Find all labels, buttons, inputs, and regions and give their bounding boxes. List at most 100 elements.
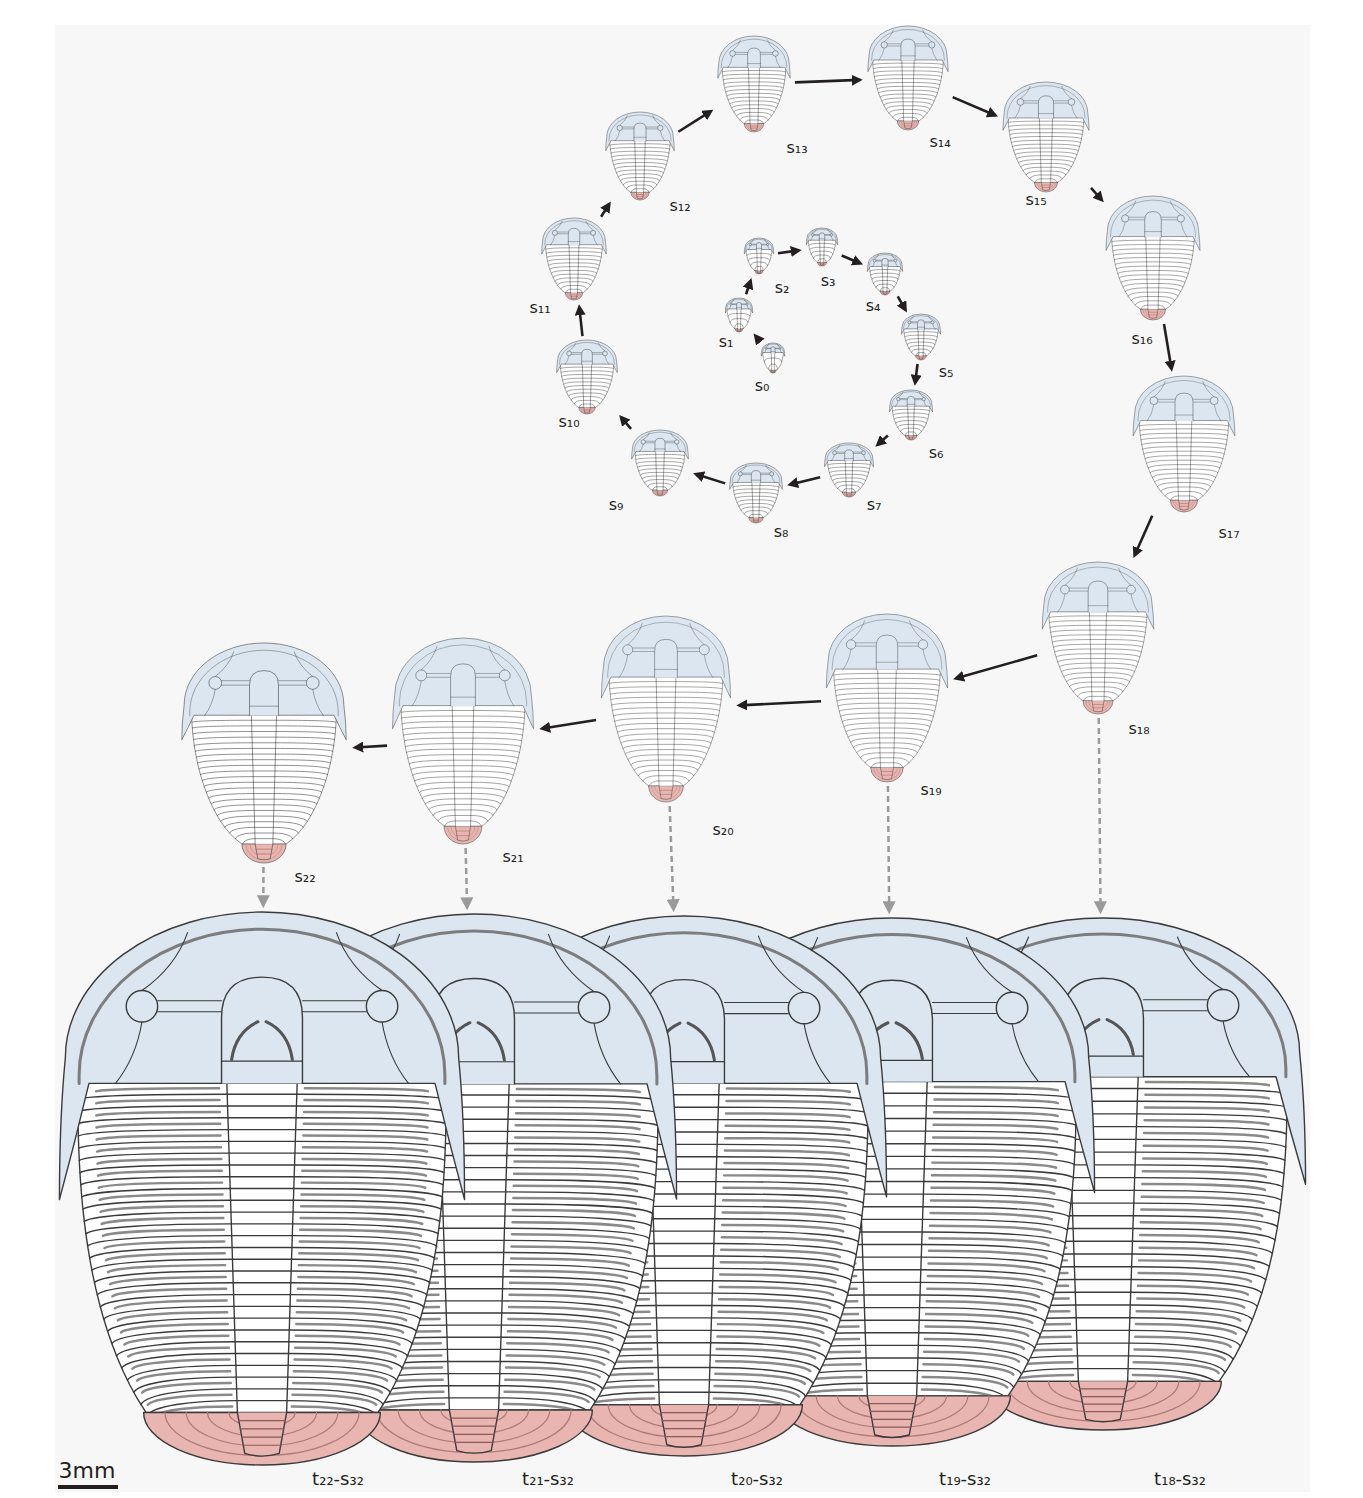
thoracic-segment [1051, 163, 1071, 166]
axial-ring [880, 757, 894, 758]
thoracic-segment [852, 478, 865, 481]
thoracic-segment [473, 744, 521, 747]
pleural-furrow [549, 1337, 651, 1346]
thoracic-segment [895, 728, 928, 732]
occipital-furrow [568, 241, 579, 242]
axial-ring [453, 727, 473, 728]
thoracic-segment [835, 688, 878, 690]
juvenile-trilobite: s₂ [744, 238, 774, 274]
axial-ring [651, 1144, 717, 1145]
thoracic-segment [674, 734, 713, 738]
thoracic-segment [894, 758, 909, 763]
thoracic-segment [889, 110, 903, 114]
thoracic-segment [517, 1268, 655, 1280]
dashed-arrow [888, 786, 889, 910]
axial-ring [636, 177, 644, 178]
axial-ring [235, 1341, 289, 1342]
glabella [918, 320, 925, 329]
facial-suture [924, 401, 927, 407]
thoracic-segment [1141, 438, 1177, 440]
thoracic-segment [1049, 616, 1089, 618]
eye-ridge [580, 1013, 644, 1014]
thoracic-segment [1052, 640, 1090, 643]
thoracic-segment [873, 63, 902, 64]
trilobite-outline [761, 343, 785, 373]
thoracic-segment [402, 716, 453, 718]
facial-suture [811, 236, 813, 240]
pleural-furrow [308, 1089, 431, 1092]
thoracic-segment [770, 1371, 866, 1388]
eye-ridge [514, 1012, 578, 1013]
thoracic-segment [1115, 262, 1146, 265]
axial-ring [447, 1349, 500, 1350]
thorax [727, 308, 751, 329]
thoracic-segment [425, 799, 454, 804]
thoracic-segment [913, 102, 932, 105]
thoracic-segment [1171, 496, 1179, 501]
thoracic-segment [852, 485, 860, 488]
eye [873, 259, 876, 262]
axial-ring [243, 1445, 280, 1446]
thoracic-segment [291, 1156, 441, 1164]
axial-ring [905, 125, 912, 126]
thoracic-segment [1114, 258, 1146, 260]
thoracic-segment [546, 252, 569, 254]
pleural-furrow [514, 1174, 638, 1179]
thoracic-segment [877, 86, 902, 89]
thoracic-segment [1030, 175, 1041, 179]
axial-ring [255, 827, 274, 828]
stage-label: s₁₆ [1131, 331, 1152, 347]
thoracic-segment [758, 120, 764, 124]
axial-ring [1091, 649, 1106, 650]
axial-ring [1090, 630, 1106, 631]
thoracic-segment [546, 248, 569, 249]
thoracic-segment [1052, 148, 1079, 151]
pleural-furrow [723, 1213, 845, 1219]
thoracic-segment [1051, 167, 1069, 171]
axis [582, 363, 591, 407]
facial-suture [313, 689, 324, 715]
pleural-furrow [137, 1371, 230, 1380]
pygidial-axis [750, 124, 758, 131]
axis [748, 67, 759, 124]
thoracic-segment [635, 454, 655, 455]
axial-ring [820, 243, 825, 244]
pleural-furrow [321, 1271, 437, 1278]
thoracic-segment [905, 432, 908, 436]
thoracic-segment [1058, 658, 1091, 661]
occipital-furrow [655, 448, 665, 449]
thoracic-segment [664, 465, 683, 467]
trilobite-outline [867, 26, 949, 130]
axial-ring [231, 1200, 294, 1201]
axial-ring [448, 1373, 500, 1374]
thoracic-segment [611, 151, 635, 153]
growth-arrow [543, 720, 597, 728]
growth-arrow [953, 97, 995, 115]
pleural-furrow [332, 1319, 439, 1328]
cephalic-border [872, 29, 944, 60]
eye [126, 991, 157, 1022]
thoracic-segment [664, 472, 680, 475]
thorax [192, 715, 336, 845]
thoracic-segment [758, 112, 771, 116]
pleural-furrow [124, 1336, 228, 1345]
eye [770, 472, 774, 476]
axial-ring [231, 1211, 293, 1212]
pleural-furrow [716, 1361, 810, 1371]
thoracic-segment [404, 738, 453, 741]
axial-ring [234, 1317, 289, 1318]
thoracic-segment [642, 476, 656, 479]
eye-ridge [1108, 591, 1127, 592]
thoracic-segment [1125, 288, 1147, 292]
eye-ridge [924, 322, 931, 323]
thoracic-segment [1155, 478, 1178, 482]
pleural-furrow [102, 1218, 224, 1224]
juvenile-trilobite: s₆ [889, 390, 933, 440]
axial-ring [452, 710, 473, 711]
axial-ring [656, 1305, 712, 1306]
axial-ring [657, 483, 664, 484]
thoracic-segment [564, 382, 583, 384]
pygidium [652, 490, 667, 496]
pygidial-rib [906, 436, 915, 439]
facial-suture [740, 465, 746, 471]
